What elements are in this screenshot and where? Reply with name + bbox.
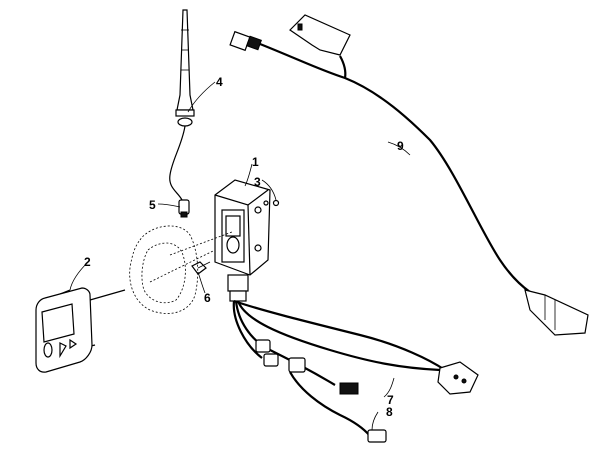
callout-4: 4 xyxy=(216,75,223,89)
callout-2: 2 xyxy=(84,255,91,269)
callout-9: 9 xyxy=(397,139,404,153)
callout-6: 6 xyxy=(204,291,211,305)
callout-5: 5 xyxy=(149,198,156,212)
wiring-harness-lead xyxy=(289,371,387,443)
callout-3: 3 xyxy=(254,175,261,189)
display-bracket xyxy=(35,287,126,373)
mounting-template xyxy=(129,225,233,314)
callout-8: 8 xyxy=(386,405,393,419)
wiring-harness-lower xyxy=(232,299,479,395)
antenna-connector xyxy=(178,199,190,218)
wiring-harness-main xyxy=(229,14,589,336)
callout-7: 7 xyxy=(387,393,394,407)
mounting-clip xyxy=(191,261,211,275)
radio-unit xyxy=(214,179,280,302)
callout-leaders xyxy=(69,81,411,431)
callout-1: 1 xyxy=(252,155,259,169)
antenna xyxy=(169,9,195,201)
